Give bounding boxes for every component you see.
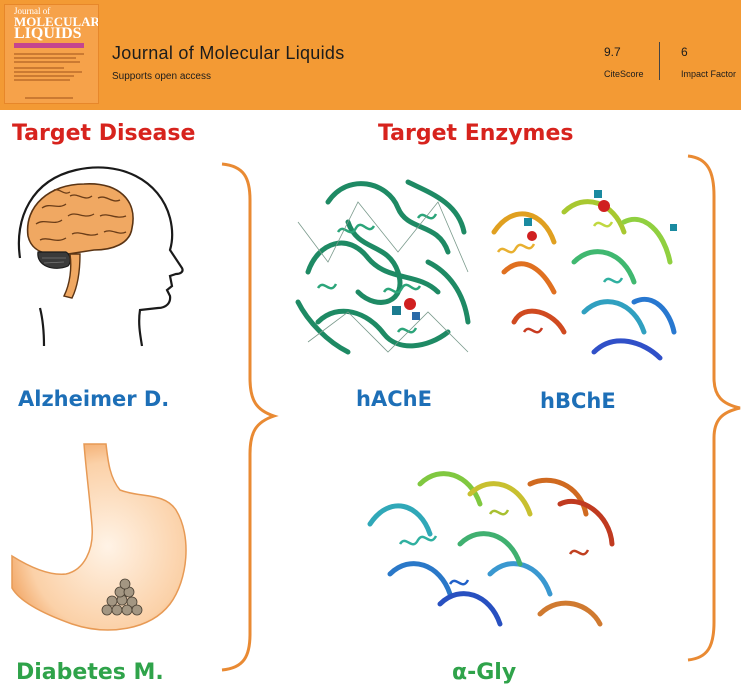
journal-header: Journal of MOLECULAR LIQUIDS Journal of … [0,0,741,110]
alzheimer-label: Alzheimer D. [18,387,170,411]
cover-line-3: LIQUIDS [14,25,82,42]
cover-fine-line [14,75,74,77]
cover-fine-line [14,67,64,69]
cover-fine-line [14,53,84,55]
metrics-divider [659,42,660,80]
cover-fine-line [14,61,80,63]
journal-title[interactable]: Journal of Molecular Liquids [112,43,345,63]
cover-fine-line [25,97,73,99]
diabetes-label: Diabetes M. [16,660,164,685]
hache-protein-structure [295,179,471,355]
open-access-note: Supports open access [112,71,211,82]
alpha-gly-label: α-Gly [452,660,517,685]
alpha-gly-protein-structure [367,471,615,627]
target-enzymes-heading: Target Enzymes [378,121,574,146]
citescore-value: 9.7 [604,45,621,59]
citescore-label: CiteScore [604,69,644,79]
impact-factor-value: 6 [681,45,688,59]
right-curly-bracket [687,154,741,662]
brain-head-icon [17,166,184,347]
cover-line-2: MOLECULAR [14,14,99,29]
cover-line-1: Journal of [14,6,51,16]
hbche-label: hBChE [540,389,616,413]
impact-factor-label: Impact Factor [681,69,737,79]
cover-pink-bar [14,43,84,48]
hbche-protein-structure [491,190,677,361]
left-curly-bracket [221,162,279,672]
target-disease-heading: Target Disease [12,121,196,146]
cover-fine-line [14,79,70,81]
cover-fine-line [14,57,76,59]
hache-label: hAChE [356,387,432,411]
cover-fine-line [14,71,82,73]
stomach-icon [11,443,187,631]
journal-cover-thumbnail[interactable]: Journal of MOLECULAR LIQUIDS [4,4,99,104]
